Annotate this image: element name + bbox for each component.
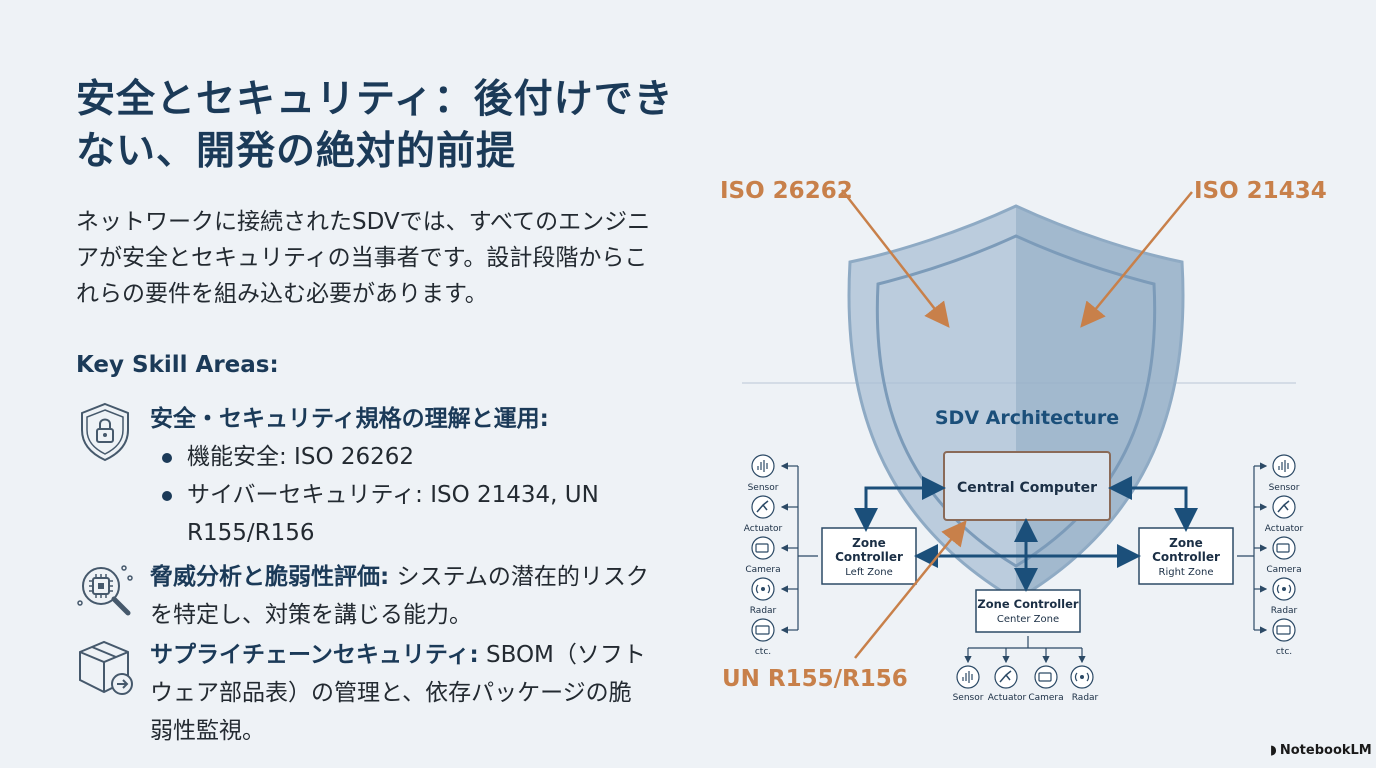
right-zone-box [1138,527,1234,585]
device-label: Sensor [748,483,779,493]
intro-text: ネットワークに接続されたSDVでは、すべてのエンジニアが安全とセキュリティの当事… [76,209,651,307]
notebooklm-logo-icon: ◗ [1270,743,1277,758]
watermark-text: NotebookLM [1279,743,1372,758]
page-title: 安全とセキュリティ：後付けできない、開発の絶対的前提 [76,77,674,174]
bottom-devices: Sensor Actuator Camera Radar [953,665,1099,703]
shield-lock-icon [81,402,129,462]
left-zone-title-2: Controller [835,550,903,564]
center-zone-box [975,589,1081,633]
sensor-icon [751,454,775,478]
device-label: Camera [745,565,780,575]
center-zone-title: Zone Controller [977,597,1079,611]
callout-iso21434: ISO 21434 [1194,178,1327,204]
device-label: Camera [1028,693,1063,703]
package-icon [79,640,133,695]
skill-label: サプライチェーンセキュリティ: [150,642,479,668]
device-label: Sensor [953,693,984,703]
actuator-icon [751,495,775,519]
left-devices: Sensor Actuator Camera Radar ctc. [744,454,783,657]
device-label: Radar [750,606,777,616]
bullet-iso26262: 機能安全: ISO 26262 [162,438,650,476]
notebooklm-watermark: ◗NotebookLM [1270,743,1372,758]
sensor-icon [956,665,980,689]
device-label: Actuator [988,693,1027,703]
left-zone-sub: Left Zone [845,567,892,578]
skill-text: SBOM（ソフトウェア部品表）の管理と、依存パッケージの脆弱性監視。 [150,642,646,744]
radar-icon [751,577,775,601]
bullet-iso21434: サイバーセキュリティ: ISO 21434, UN R155/R156 [162,476,627,552]
sensor-icon [1272,454,1296,478]
link-right-central [1108,476,1198,532]
skill-label: 安全・セキュリティ規格の理解と運用: [150,406,549,432]
device-label: Radar [1271,606,1298,616]
chip-magnifier-icon [77,565,133,616]
skill-label: 脅威分析と脆弱性評価: [150,564,390,590]
device-label: Sensor [1269,483,1300,493]
link-left-central [854,476,946,532]
device-label: Actuator [1265,524,1304,534]
camera-icon [1034,665,1058,689]
arrow-iso26262 [841,189,950,328]
actuator-icon [994,665,1018,689]
camera-icon [1272,536,1296,560]
right-zone-sub: Right Zone [1159,567,1214,578]
radar-icon [1070,665,1094,689]
device-label: Camera [1266,565,1301,575]
right-zone-title-2: Controller [1152,550,1220,564]
callout-iso26262: ISO 26262 [720,178,853,204]
arrow-unr155 [854,520,967,659]
central-computer-label: Central Computer [957,480,1097,496]
device-label: ctc. [1276,647,1292,657]
left-zone-box [821,527,917,585]
device-label: Radar [1072,693,1099,703]
left-zone-title: Zone [852,536,886,550]
actuator-icon [1272,495,1296,519]
device-label: ctc. [755,647,771,657]
skills-heading: Key Skill Areas: [76,352,279,378]
callout-unr155: UN R155/R156 [722,666,908,692]
camera-icon [751,536,775,560]
device-label: Actuator [744,524,783,534]
arrow-iso21434 [1080,191,1193,328]
etc-icon [751,618,775,642]
right-devices: Sensor Actuator Camera Radar ctc. [1265,454,1304,657]
right-zone-title: Zone [1169,536,1203,550]
architecture-title: SDV Architecture [935,407,1119,429]
etc-icon [1272,618,1296,642]
skill-text: システムの潜在的リスクを特定し、対策を講じる能力。 [150,564,649,628]
radar-icon [1272,577,1296,601]
center-zone-sub: Center Zone [997,614,1059,625]
